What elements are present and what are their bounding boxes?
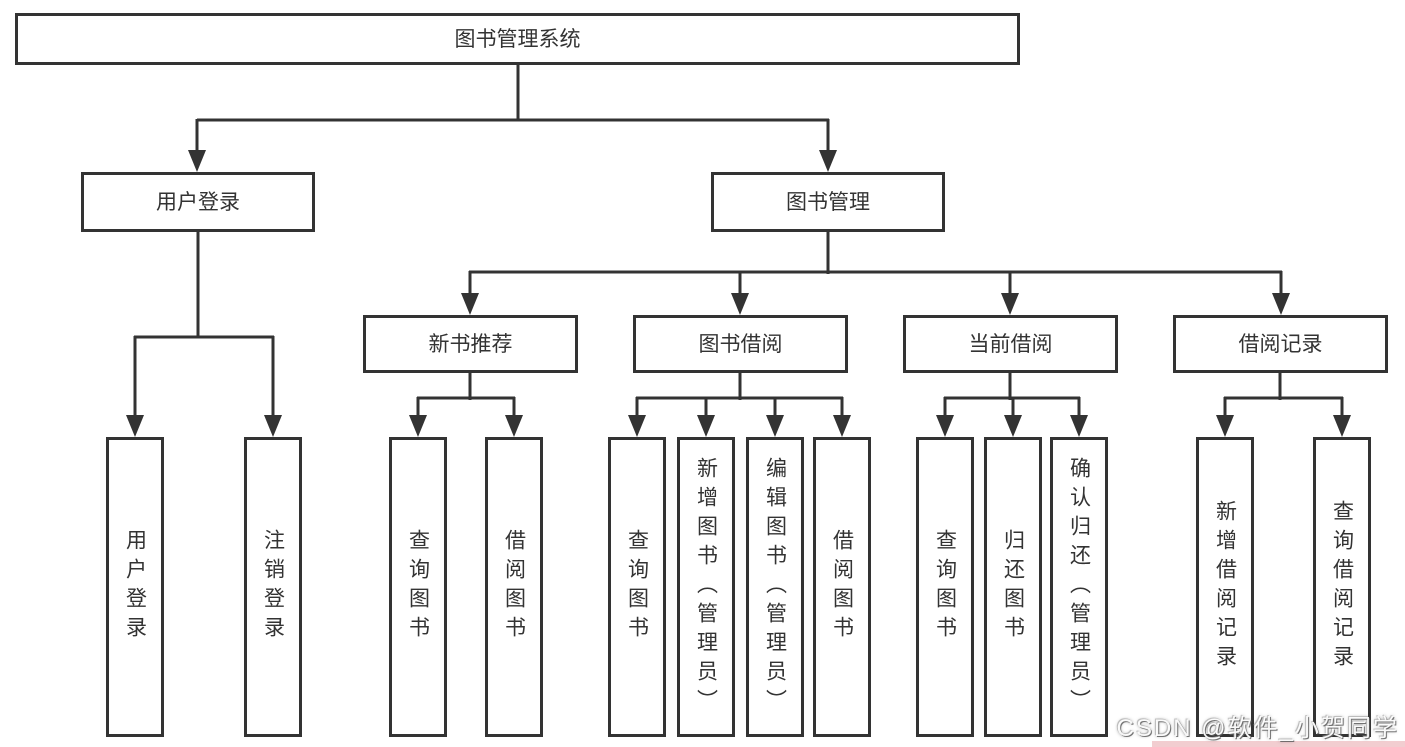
node-label: 新书推荐 <box>428 332 513 356</box>
node-label: 查询借阅记录 <box>1330 500 1354 674</box>
node-label: 归还图书 <box>1001 529 1025 645</box>
node-label: 查询图书 <box>933 529 957 645</box>
node-label: 编辑图书（管理员） <box>763 456 787 718</box>
tree-edges <box>133 65 1344 418</box>
node-label: 用户登录 <box>123 529 147 645</box>
node-label: 当前借阅 <box>968 332 1053 356</box>
node-current-borrow: 当前借阅 <box>903 315 1118 373</box>
leaf-borrow-books-2: 借阅图书 <box>813 437 871 737</box>
node-label: 图书管理系统 <box>454 27 581 51</box>
node-label: 图书借阅 <box>698 332 783 356</box>
leaf-edit-books-admin: 编辑图书（管理员） <box>746 437 804 737</box>
leaf-query-books-3: 查询图书 <box>916 437 974 737</box>
node-label: 确认归还（管理员） <box>1067 456 1091 718</box>
node-root: 图书管理系统 <box>15 13 1020 65</box>
arrowheads <box>126 150 1351 437</box>
node-borrow-records: 借阅记录 <box>1173 315 1388 373</box>
node-label: 查询图书 <box>406 529 430 645</box>
node-label: 新增借阅记录 <box>1213 500 1237 674</box>
leaf-add-books-admin: 新增图书（管理员） <box>677 437 735 737</box>
node-label: 用户登录 <box>156 190 240 214</box>
leaf-confirm-return-admin: 确认归还（管理员） <box>1050 437 1108 737</box>
node-label: 借阅记录 <box>1238 332 1323 356</box>
node-user-login: 用户登录 <box>81 172 315 232</box>
watermark-text: CSDN @软件_小贺同学 <box>1116 715 1399 742</box>
node-label: 新增图书（管理员） <box>694 456 718 718</box>
node-label: 图书管理 <box>786 190 870 214</box>
leaf-query-books-1: 查询图书 <box>389 437 447 737</box>
node-book-borrow: 图书借阅 <box>633 315 848 373</box>
node-label: 借阅图书 <box>502 529 526 645</box>
node-new-book-recommend: 新书推荐 <box>363 315 578 373</box>
node-book-management: 图书管理 <box>711 172 945 232</box>
leaf-return-books: 归还图书 <box>984 437 1042 737</box>
node-label: 查询图书 <box>625 529 649 645</box>
leaf-borrow-books-1: 借阅图书 <box>485 437 543 737</box>
leaf-query-books-2: 查询图书 <box>608 437 666 737</box>
leaf-add-borrow-record: 新增借阅记录 <box>1196 437 1254 737</box>
leaf-user-login: 用户登录 <box>106 437 164 737</box>
leaf-query-borrow-record: 查询借阅记录 <box>1313 437 1371 737</box>
leaf-logout: 注销登录 <box>244 437 302 737</box>
node-label: 注销登录 <box>261 529 285 645</box>
watermark-strip <box>1152 741 1405 747</box>
node-label: 借阅图书 <box>830 529 854 645</box>
